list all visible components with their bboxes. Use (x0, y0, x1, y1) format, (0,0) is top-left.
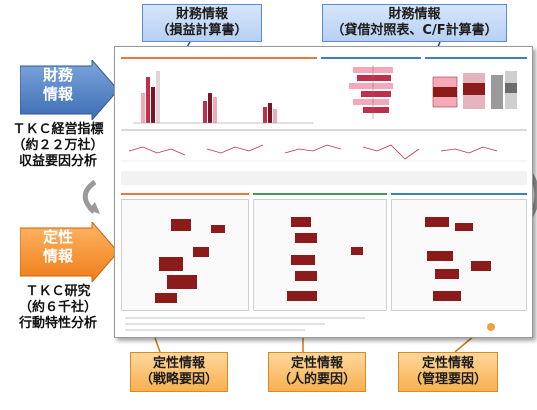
callout-management-line2: （管理要因） (408, 372, 487, 387)
human-box-6 (351, 247, 363, 255)
cf-chart (432, 71, 517, 109)
human-box-5 (287, 291, 317, 301)
callout-strategy-line2: （戦略要因） (139, 372, 218, 387)
rule-pl (121, 57, 317, 59)
arrow-financial-line2: 情報 (42, 85, 73, 103)
left-text-financial-2: （約２２万社） (12, 138, 104, 153)
callout-bs-cf: 財務情報 （貸借対照表、C/F計算書） (322, 4, 507, 42)
pl-bar-charts (133, 71, 313, 124)
footer-line-1 (125, 317, 365, 319)
arrow-qualitative-line1: 定性 (42, 228, 73, 246)
callout-management: 定性情報 （管理要因） (398, 352, 498, 392)
strategy-box-6 (155, 293, 177, 303)
indicator-sparklines (121, 144, 527, 162)
rule-indicators (121, 129, 527, 131)
report-thumbnail (114, 46, 533, 338)
left-text-financial-1: ＴＫＣ経営指標 (12, 122, 104, 137)
strategy-box-2 (211, 225, 225, 233)
bs-chart (349, 65, 393, 119)
callout-pl-line2: （損益計算書） (156, 23, 248, 38)
left-text-qualitative-1: ＴＫＣ研究 (25, 284, 91, 299)
strategy-box-5 (193, 247, 209, 257)
footer-line-2 (125, 323, 325, 325)
arrow-financial-label: 財務 情報 (28, 66, 88, 104)
left-text-financial: ＴＫＣ経営指標 （約２２万社） 収益要因分析 (2, 122, 114, 170)
human-box-2 (295, 233, 317, 243)
footer-line-3 (125, 329, 305, 331)
rule-human (253, 193, 387, 195)
table-row-band (121, 171, 527, 185)
footer-logo-dot (487, 323, 495, 331)
left-text-financial-3: 収益要因分析 (18, 154, 97, 169)
arrow-qualitative (20, 222, 119, 282)
callout-bs-line2: （貸借対照表、C/F計算書） (331, 23, 498, 38)
left-text-qualitative-2: （約６千社） (18, 300, 97, 315)
rule-strategy (121, 193, 249, 195)
callout-strategy: 定性情報 （戦略要因） (130, 352, 228, 392)
arrow-financial (20, 60, 119, 120)
arrow-qualitative-line2: 情報 (42, 247, 73, 265)
strategy-panel (121, 199, 249, 311)
callout-pl: 財務情報 （損益計算書） (142, 4, 262, 42)
callout-human-line2: （人的要因） (277, 372, 356, 387)
callout-human-line1: 定性情報 (290, 356, 343, 371)
left-text-qualitative: ＴＫＣ研究 （約６千社） 行動特性分析 (2, 284, 114, 332)
mgmt-box-5 (471, 261, 491, 271)
mgmt-box-3 (427, 251, 453, 261)
strategy-box-4 (167, 275, 197, 289)
rule-cf (425, 57, 527, 59)
human-panel (253, 199, 387, 311)
arrow-financial-line1: 財務 (42, 66, 73, 84)
callout-pl-line1: 財務情報 (175, 7, 228, 22)
human-box-3 (291, 255, 315, 265)
callout-strategy-line1: 定性情報 (152, 356, 205, 371)
arrow-qualitative-label: 定性 情報 (28, 228, 88, 266)
human-box-4 (295, 271, 317, 281)
human-box-1 (291, 217, 311, 227)
mgmt-box-1 (425, 217, 449, 227)
mgmt-box-4 (435, 269, 459, 279)
left-text-qualitative-3: 行動特性分析 (18, 316, 97, 331)
rule-bs (321, 57, 421, 59)
mgmt-box-2 (455, 223, 473, 231)
callout-human: 定性情報 （人的要因） (268, 352, 366, 392)
callout-management-line1: 定性情報 (421, 356, 474, 371)
strategy-box-1 (171, 219, 191, 231)
callout-bs-line1: 財務情報 (388, 7, 441, 22)
rule-management (391, 193, 527, 195)
strategy-box-3 (159, 257, 183, 271)
mgmt-box-6 (433, 291, 461, 301)
